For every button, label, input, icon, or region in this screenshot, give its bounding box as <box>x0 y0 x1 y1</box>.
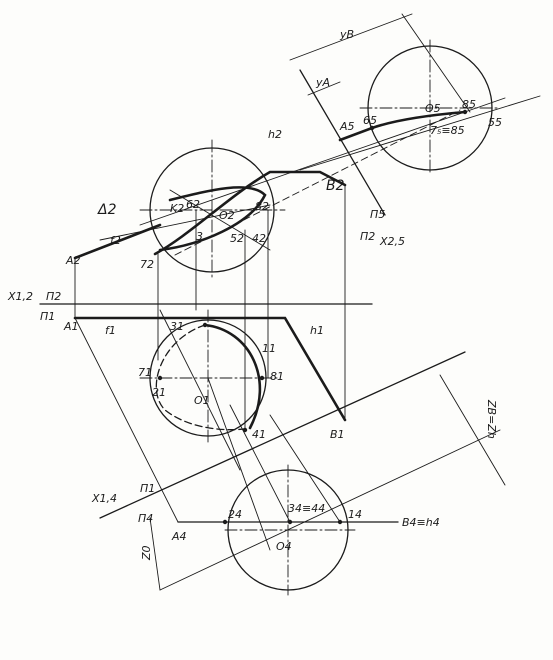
dim-ext-yb <box>401 13 471 113</box>
label-pi1b: П1 <box>140 482 155 495</box>
label-ya: уА <box>315 76 330 89</box>
label-delta2: Δ2 <box>97 202 117 218</box>
label-p24: 24 <box>228 508 242 521</box>
label-k2: K2 <box>170 202 184 215</box>
link-1-4 <box>269 414 341 523</box>
aux-edge-line <box>299 95 541 171</box>
label-p21: 21 <box>152 386 166 399</box>
label-p11: 11 <box>262 342 276 355</box>
label-o4: O4 <box>276 540 292 553</box>
label-a4: A4 <box>171 530 187 543</box>
f2-line <box>99 204 271 241</box>
section-curve-top-dashed <box>155 324 251 431</box>
point-2-4 <box>222 519 228 525</box>
section-curve-top-solid <box>203 323 262 430</box>
label-p71: 71 <box>138 366 152 379</box>
label-pi1: П1 <box>40 310 55 323</box>
cut-line-front <box>169 189 271 251</box>
label-p82: 82 <box>255 200 269 213</box>
label-p81: 81 <box>270 370 284 383</box>
label-p52: 52 <box>230 232 244 245</box>
label-z0: Z0 <box>140 545 153 561</box>
label-o2: O2 <box>219 209 235 222</box>
label-b2: B2 <box>326 178 345 194</box>
label-p42: 42 <box>252 232 266 245</box>
label-p6: 65 <box>363 114 377 127</box>
label-b1: B1 <box>330 428 345 441</box>
label-h2: h2 <box>268 128 282 141</box>
a-link-top <box>74 317 179 523</box>
label-p62: 62 <box>186 198 200 211</box>
label-f2: f2 <box>110 234 121 247</box>
label-p72: 72 <box>140 258 154 271</box>
label-p14: 14 <box>348 508 362 521</box>
label-zbzh: ZB=Zh <box>485 399 498 439</box>
label-a2: A2 <box>65 254 81 267</box>
label-x25: X2,5 <box>379 235 405 248</box>
z0-guide <box>159 429 501 591</box>
point-3-4 <box>287 519 293 525</box>
line-ab-front <box>153 170 347 256</box>
axis-x14 <box>99 351 466 519</box>
label-p31: 31 <box>170 320 184 333</box>
label-pi2: П2 <box>46 290 61 303</box>
label-p32: 3 <box>196 230 203 243</box>
label-h1: h1 <box>310 324 324 337</box>
label-pi4: П4 <box>138 512 153 525</box>
point-6-5 <box>369 125 375 131</box>
label-p55: 55 <box>488 116 502 129</box>
point-1-4 <box>337 519 343 525</box>
label-pi5: П5 <box>370 208 385 221</box>
label-p34: 34≡44 <box>288 502 325 515</box>
line-ab-top <box>73 316 347 422</box>
point-8-5 <box>462 109 468 115</box>
point-8-1 <box>259 375 265 381</box>
link-top-to-aux4 <box>207 377 271 551</box>
label-f1: f1 <box>105 324 116 337</box>
link-3-4 <box>229 404 291 523</box>
label-p41: 41 <box>252 428 266 441</box>
label-o5: O5 <box>425 102 441 115</box>
f1-guide <box>159 309 241 471</box>
axis-x25 <box>299 69 386 216</box>
label-a1: A1 <box>63 320 79 333</box>
label-x14: X1,4 <box>91 492 117 505</box>
h2-line <box>139 97 506 226</box>
dim-line-yb <box>289 13 413 61</box>
label-pi2v: П2 <box>360 230 375 243</box>
point-7-1 <box>157 375 163 381</box>
label-o1: O1 <box>194 394 210 407</box>
label-p75: 7₅≡85 <box>430 124 465 137</box>
dim-zb <box>439 374 506 486</box>
label-p85: 85 <box>462 98 476 111</box>
dim-line-ya <box>307 81 341 96</box>
label-yb: уВ <box>339 28 354 41</box>
label-a5: A5 <box>339 120 355 133</box>
label-x12: X1,2 <box>7 290 33 303</box>
dim-z0 <box>149 517 161 591</box>
point-3-1 <box>202 322 208 328</box>
label-b4: B4≡h4 <box>402 516 440 529</box>
ellipse-axis-front <box>174 109 461 256</box>
